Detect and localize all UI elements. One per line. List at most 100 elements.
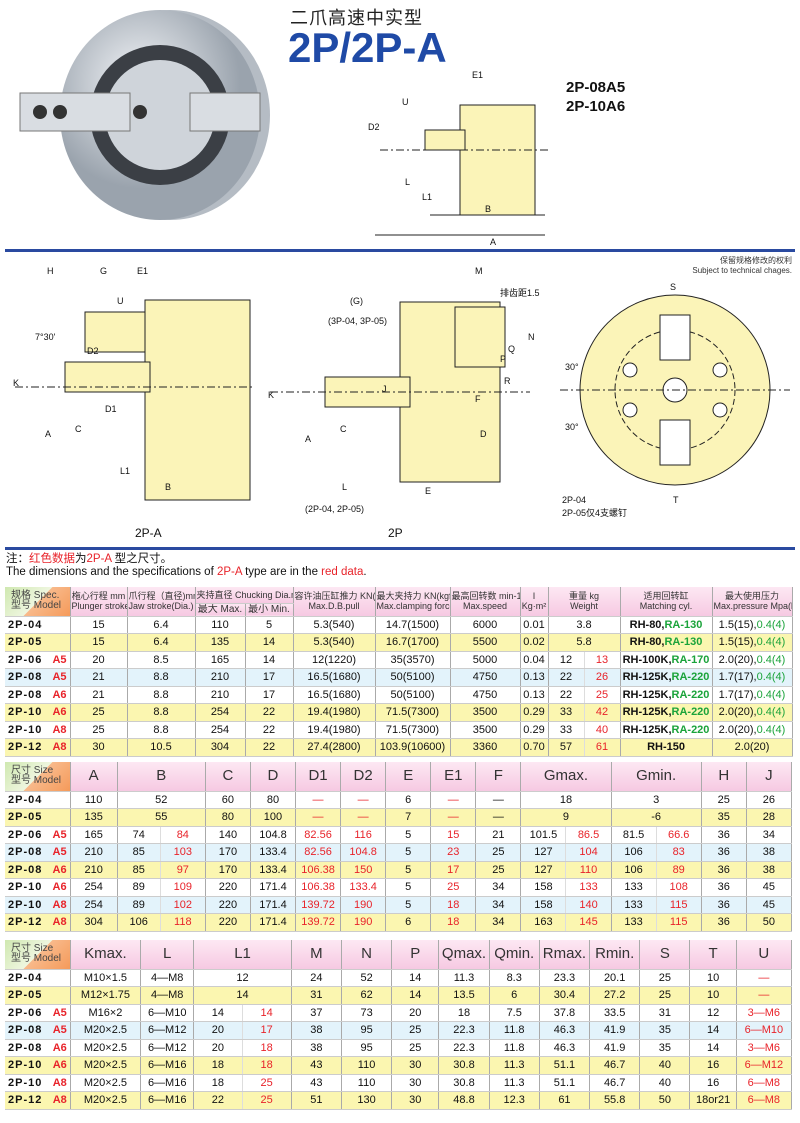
table-cell: 6 <box>385 913 432 932</box>
table-cell: 38 <box>291 1021 342 1040</box>
header-line: Jaw stroke(Dia.) <box>128 601 194 612</box>
table-cell: 48.8 <box>438 1091 490 1110</box>
table-cell: 171.4 <box>250 878 297 897</box>
divider <box>5 249 795 252</box>
table-cell: 51.1 <box>539 1056 591 1075</box>
table-cell: 14 <box>245 651 294 669</box>
model-label: 2P-10A6 <box>566 98 626 115</box>
cell-part: 2.0(20), <box>718 653 757 666</box>
dim-label: 30° <box>565 362 579 372</box>
table-cell: 60 <box>205 791 251 809</box>
table-cell-red: 15 <box>430 826 477 844</box>
table-cell: 21 <box>70 686 128 704</box>
cell-part: RA-220 <box>671 706 710 719</box>
model-suffix: A6 <box>52 863 67 876</box>
table-cell: 6—M12 <box>140 1039 195 1057</box>
table-cell: 20 <box>70 651 128 669</box>
header-line: Plunger stroke <box>71 601 127 612</box>
cell-part: 0.4(4) <box>756 653 786 666</box>
cell-part: RH-125K, <box>622 688 672 701</box>
table-cell: 50(5100) <box>375 686 451 704</box>
table-cell: 41.9 <box>589 1021 641 1040</box>
table-cell: 50(5100) <box>375 668 451 687</box>
header-line: I <box>532 591 536 602</box>
header-line: 容许油压缸推力 KN(kgf) <box>294 591 375 602</box>
dim-label: R <box>504 376 511 386</box>
table-cell: 18 <box>193 1074 243 1092</box>
table-cell-red: — <box>340 791 387 809</box>
table-cell: 62 <box>341 986 393 1005</box>
table-cell: 4—M8 <box>140 986 195 1005</box>
table-cell: 51 <box>291 1091 342 1110</box>
column-header: H <box>701 762 747 792</box>
dim-label: S <box>670 282 676 292</box>
table-cell-red: 104.8 <box>340 843 387 862</box>
table-cell: 89 <box>117 878 161 897</box>
table-cell: 110 <box>341 1056 393 1075</box>
column-header: D1 <box>295 762 342 792</box>
table-cell: 1.5(15),0.4(4) <box>712 633 793 652</box>
table-cell: 21 <box>475 826 522 844</box>
table-cell: 38 <box>746 843 793 862</box>
table-cell: 25 <box>475 843 522 862</box>
cell-part: 0.4(4) <box>756 706 786 719</box>
table-cell: 165 <box>70 826 118 844</box>
table-cell: 17 <box>245 668 294 687</box>
dim-label: U <box>402 97 409 107</box>
table-cell: 220 <box>205 896 251 914</box>
table-cell: 34 <box>475 878 522 897</box>
table-cell: 127 <box>520 843 567 862</box>
table-cell: 5.3(540) <box>293 633 376 652</box>
dim-label: 红色数据 <box>29 553 75 565</box>
model-cell: 2P-04 <box>5 791 71 809</box>
table-cell-red: 25 <box>584 686 621 704</box>
cell-part: 0.4(4) <box>756 671 786 684</box>
table-cell: M20×2.5 <box>70 1021 142 1040</box>
model-cell: 2P-05 <box>5 986 71 1005</box>
table-cell-red: — <box>736 969 793 987</box>
table-cell: 135 <box>195 633 246 652</box>
table-cell: 0.13 <box>520 686 549 704</box>
rights-note: 保留规格修改的权利 Subject to technical chages. <box>692 256 792 276</box>
table-cell: 254 <box>195 703 246 722</box>
table-cell: 5.8 <box>548 633 621 652</box>
table-cell-red: 133 <box>565 878 612 897</box>
dim-label: A <box>45 429 51 439</box>
table-cell: RH-80,RA-130 <box>620 616 713 634</box>
table-cell: 95 <box>341 1021 393 1040</box>
column-header: J <box>746 762 793 792</box>
column-header: C <box>205 762 251 792</box>
dim-label: P <box>500 354 506 364</box>
table-cell: 89 <box>117 896 161 914</box>
dim-label: (2P-04, 2P-05) <box>305 504 364 514</box>
table-cell: 22 <box>245 703 294 722</box>
dim-label: D2 <box>87 346 99 356</box>
table-cell: 171.4 <box>250 913 297 932</box>
header-line: Weight <box>570 601 598 612</box>
table-cell-red: 104 <box>565 843 612 862</box>
header-line: Max.clamping force <box>376 601 450 612</box>
table-cell: — <box>475 808 522 827</box>
table-cell: 16.7(1700) <box>375 633 451 652</box>
table-cell: 85 <box>117 843 161 862</box>
column-header: P <box>391 940 440 970</box>
table-cell: 158 <box>520 878 567 897</box>
table-cell-red: 25 <box>242 1074 292 1092</box>
column-header: M <box>291 940 342 970</box>
table-cell: 28 <box>746 808 793 827</box>
table-cell: 18 <box>438 1004 490 1022</box>
table-cell: 14 <box>689 1039 737 1057</box>
table-cell: 110 <box>70 791 118 809</box>
cell-part: 2.0(20), <box>718 723 757 736</box>
table-cell: 11.8 <box>489 1039 540 1057</box>
table-cell: 31 <box>291 986 342 1005</box>
